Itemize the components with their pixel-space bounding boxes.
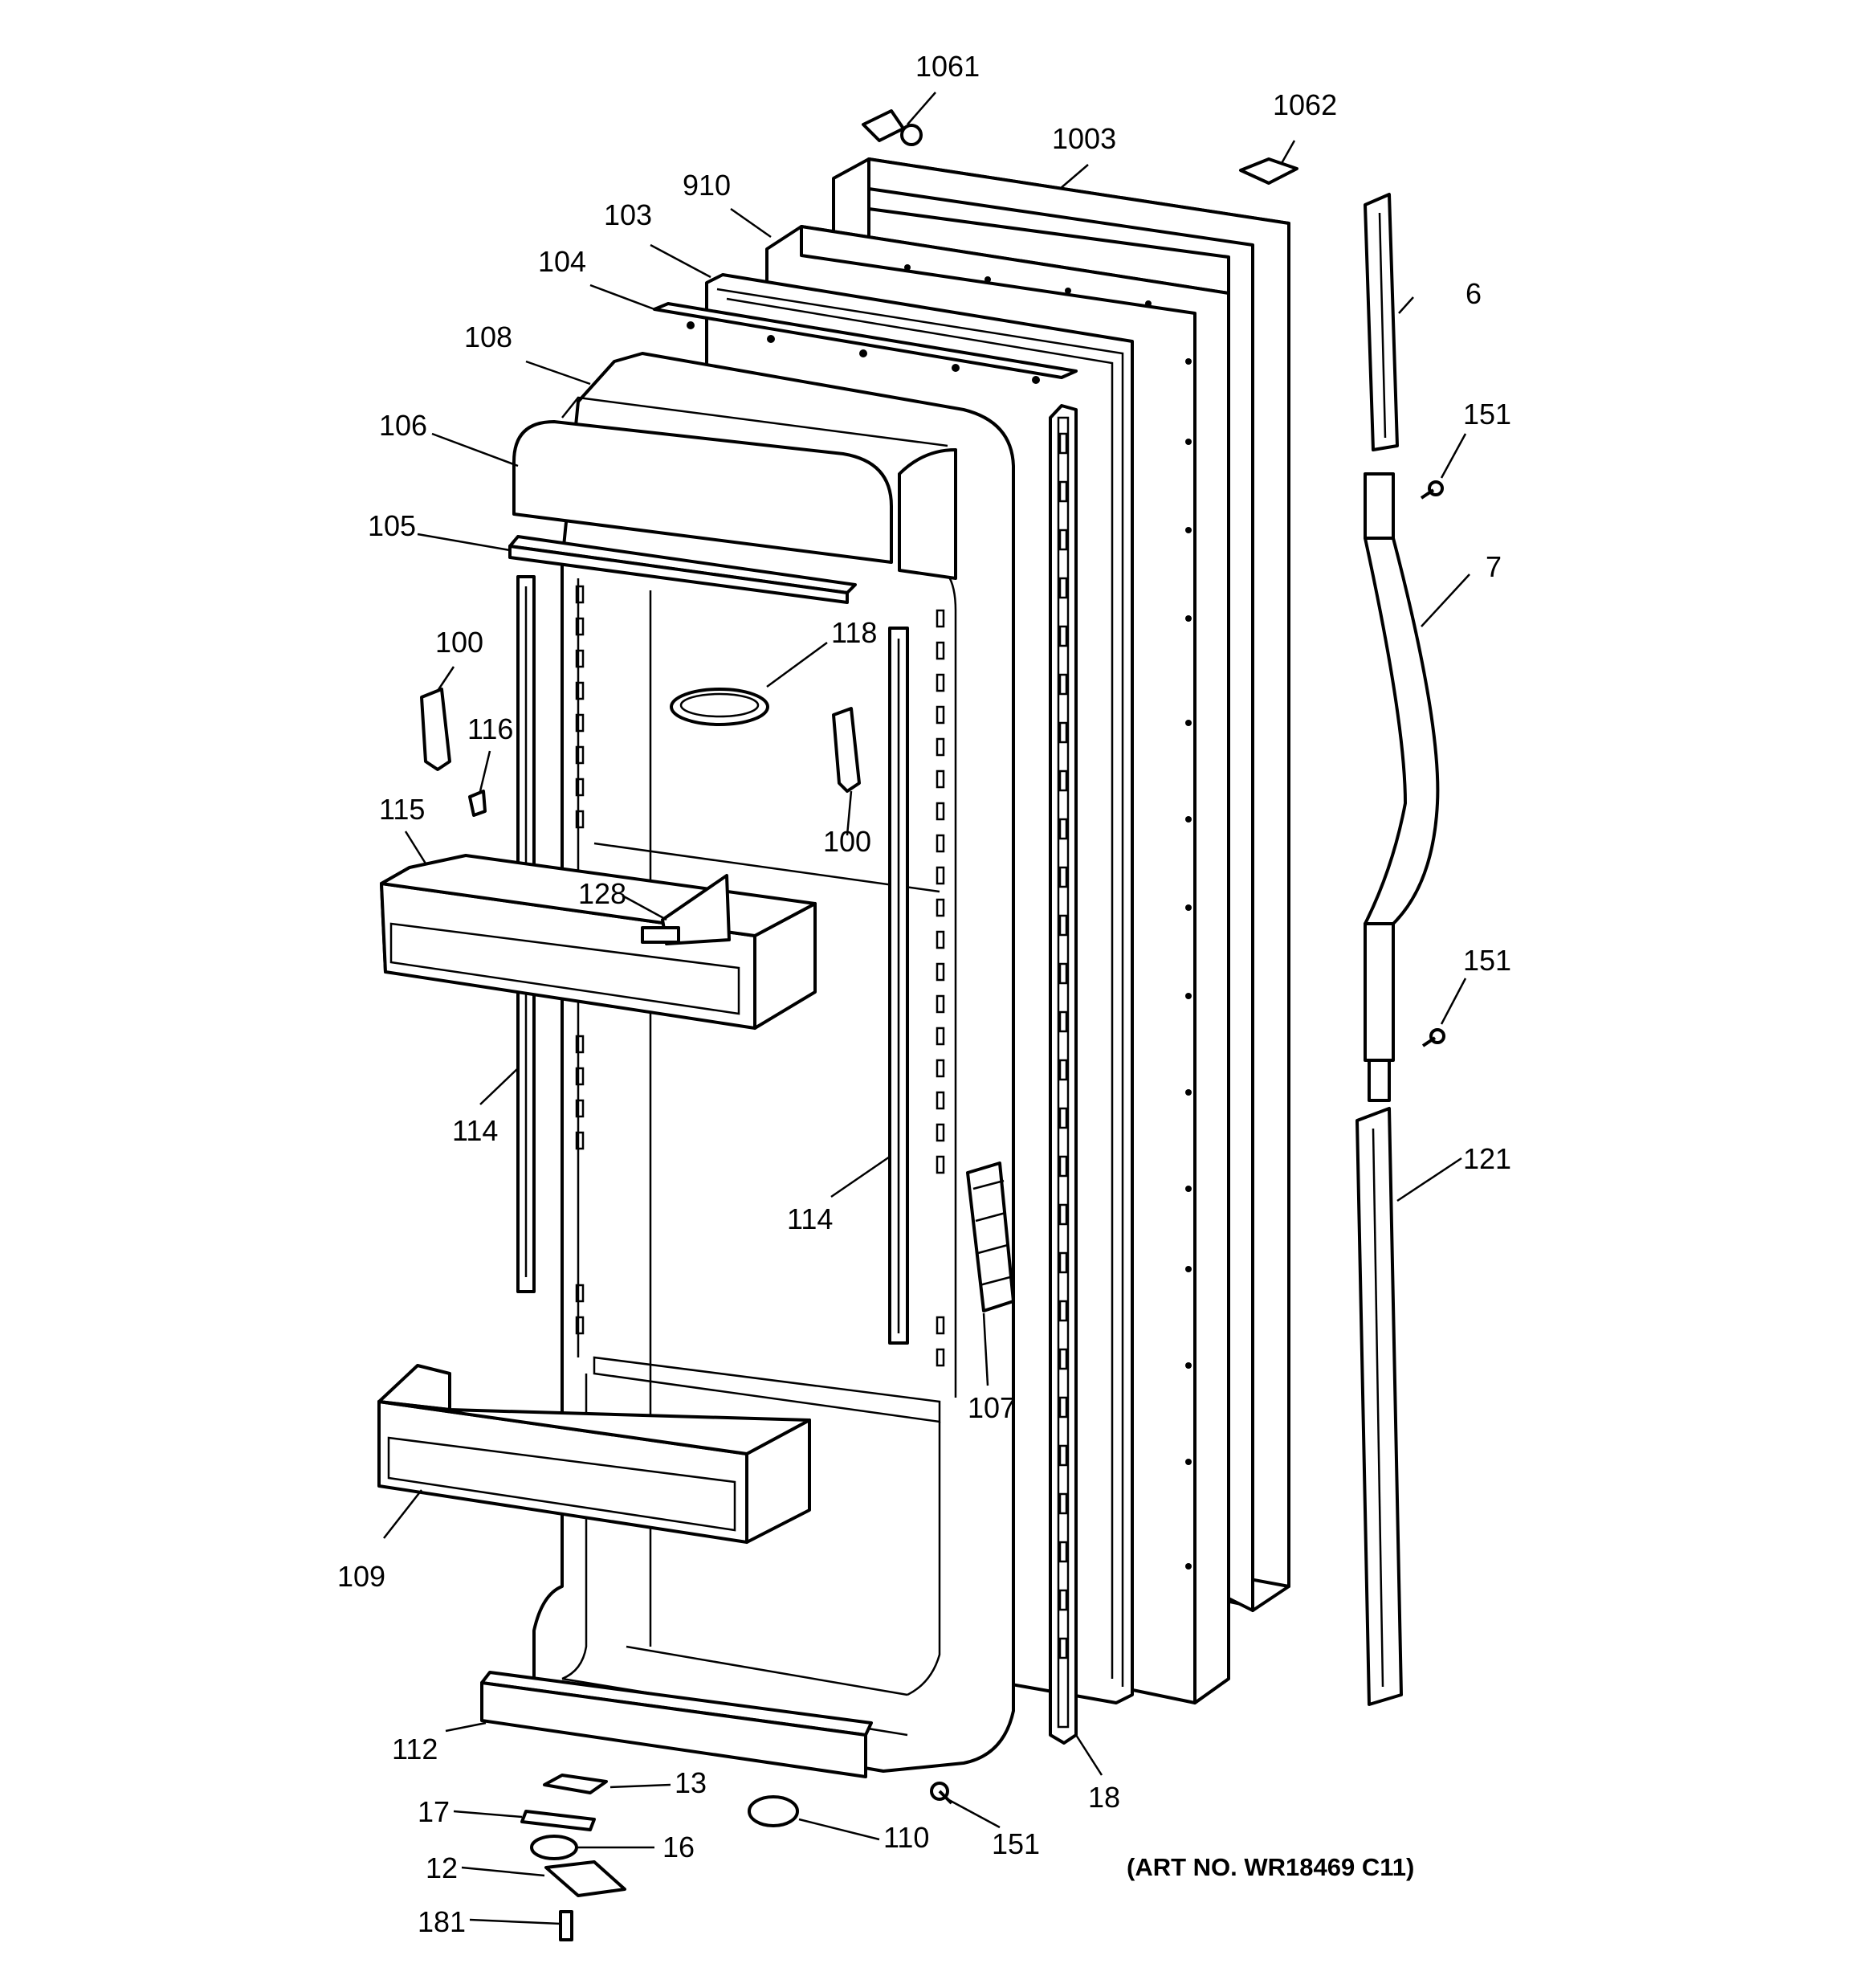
label-116: 116 — [467, 712, 513, 745]
shelf-bracket-left — [420, 688, 451, 771]
shelf-bracket-right — [832, 707, 861, 793]
dairy-door-cover — [512, 396, 957, 580]
label-115: 115 — [379, 793, 425, 826]
label-1061: 1061 — [915, 50, 980, 83]
door-bottom-trim — [480, 1671, 873, 1778]
label-103: 103 — [604, 198, 652, 231]
handle-screw-upper — [1420, 480, 1444, 500]
label-16: 16 — [662, 1831, 695, 1863]
door-stop-cap — [748, 1795, 799, 1827]
label-7: 7 — [1486, 550, 1502, 583]
label-151-middle: 151 — [1463, 944, 1511, 977]
label-18: 18 — [1088, 1781, 1120, 1814]
label-109: 109 — [337, 1560, 385, 1593]
label-118: 118 — [831, 616, 877, 649]
label-181: 181 — [418, 1905, 466, 1938]
liner-top-strip — [653, 302, 1078, 384]
shelf-clip — [468, 790, 487, 817]
label-100-right: 100 — [823, 825, 871, 858]
label-114-right: 114 — [787, 1202, 833, 1235]
hinge-screw — [559, 1910, 573, 1941]
label-17: 17 — [418, 1795, 450, 1828]
handle-screw-lower — [1421, 1028, 1445, 1047]
door-handle — [1364, 472, 1440, 1102]
oval-vent-grille — [670, 688, 769, 726]
lower-door-bin — [377, 1364, 811, 1544]
label-1003: 1003 — [1052, 122, 1116, 155]
top-plate — [1239, 157, 1298, 185]
top-hinge-cap — [862, 109, 923, 146]
label-112: 112 — [392, 1733, 438, 1766]
hinge-plate — [543, 1774, 608, 1794]
handle-bottom-trim — [1355, 1107, 1403, 1706]
label-6: 6 — [1466, 277, 1482, 310]
shelf-rail-right — [888, 627, 909, 1345]
hinge-bushing — [530, 1835, 578, 1860]
label-114-left: 114 — [452, 1114, 498, 1147]
dairy-door-rail — [508, 535, 857, 604]
art-number: (ART NO. WR18469 C11) — [1127, 1853, 1414, 1881]
liner-shelf-slots — [575, 585, 945, 1367]
bottom-hinge — [544, 1860, 626, 1897]
label-104: 104 — [538, 245, 586, 278]
leader-lines — [383, 92, 1470, 1925]
side-trim-strip — [966, 1161, 1015, 1312]
label-100-left: 100 — [435, 626, 483, 659]
label-12: 12 — [426, 1851, 458, 1884]
label-110: 110 — [883, 1821, 929, 1854]
hinge-shim — [520, 1810, 596, 1831]
label-910: 910 — [683, 169, 731, 202]
label-121: 121 — [1463, 1142, 1511, 1175]
label-106: 106 — [379, 409, 427, 442]
liner-frame-holes — [904, 264, 1192, 1570]
part-labels: 1061 1062 1003 910 103 104 108 106 105 6… — [337, 50, 1511, 1938]
label-107: 107 — [968, 1391, 1016, 1424]
bin-divider — [641, 874, 731, 945]
gasket-hinge-slots — [1058, 432, 1068, 1659]
label-151-lower: 151 — [992, 1827, 1040, 1860]
handle-top-cap — [1364, 193, 1399, 451]
label-13: 13 — [675, 1766, 707, 1799]
label-128: 128 — [578, 877, 626, 910]
label-108: 108 — [464, 320, 512, 353]
label-151-upper: 151 — [1463, 398, 1511, 431]
label-105: 105 — [368, 509, 416, 542]
label-1062: 1062 — [1273, 88, 1337, 121]
